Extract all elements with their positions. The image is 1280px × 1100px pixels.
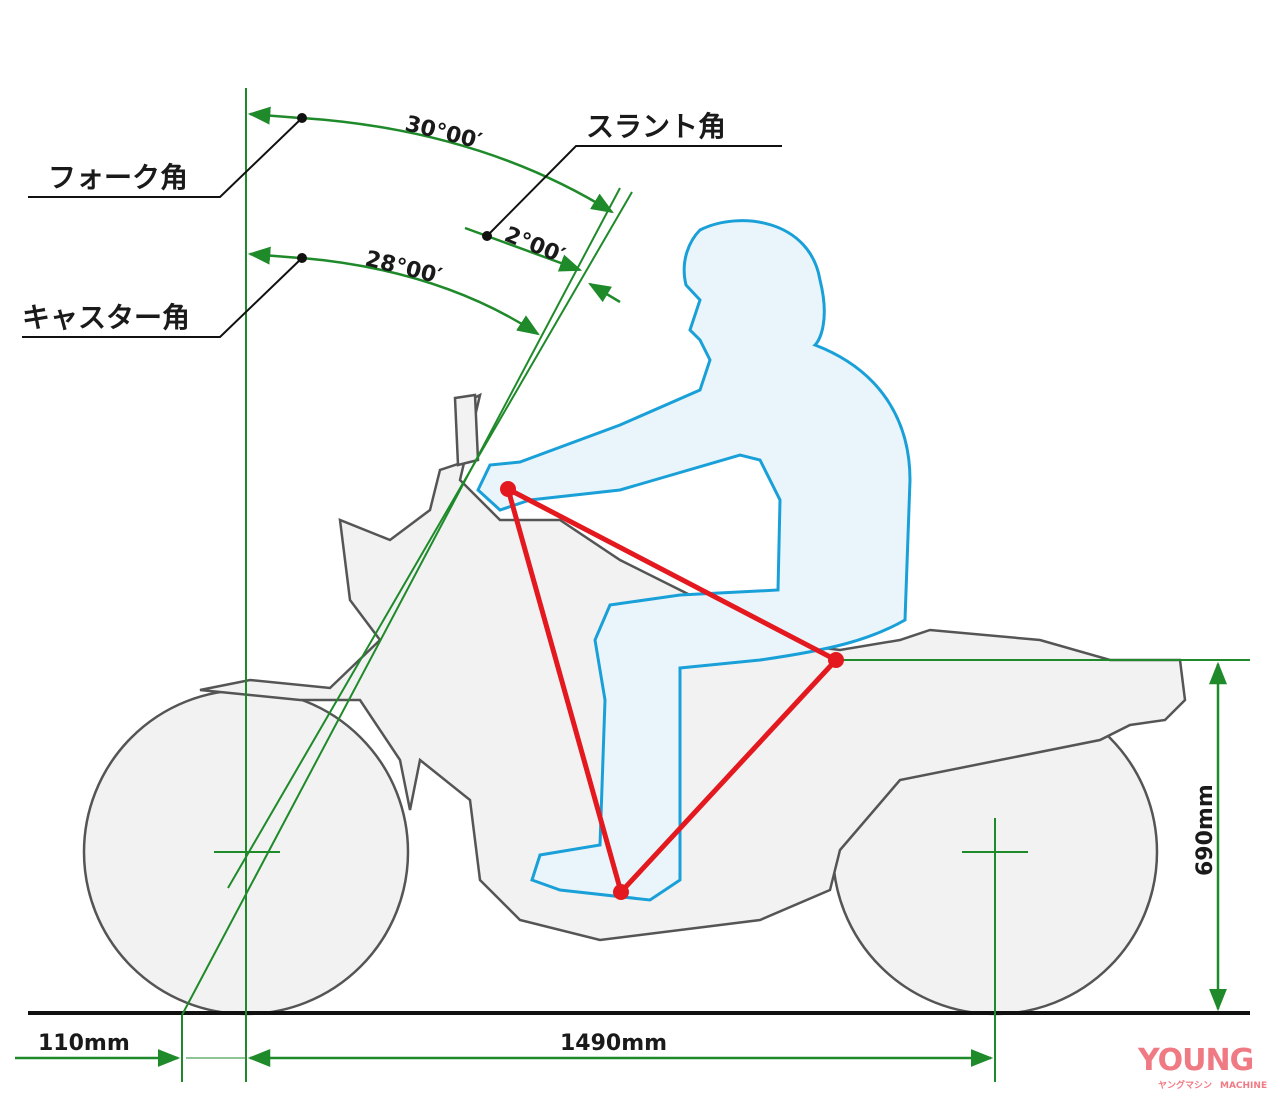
caster-angle-arc bbox=[301, 256, 540, 336]
slant-angle-value: 2°00′ bbox=[501, 222, 569, 269]
fork-angle-arc bbox=[301, 116, 614, 214]
caster-angle-arrow-left bbox=[247, 246, 301, 265]
fork-angle-value: 30°00′ bbox=[403, 112, 485, 155]
slant-angle-leader bbox=[486, 145, 782, 237]
fork-angle-dot bbox=[297, 113, 307, 123]
fork-line bbox=[227, 191, 633, 889]
slant-angle-label: スラント角 bbox=[586, 110, 726, 143]
fork-angle-label: フォーク角 bbox=[48, 161, 188, 194]
footpeg-point bbox=[613, 884, 629, 900]
headlight bbox=[453, 393, 480, 467]
caster-angle-value: 28°00′ bbox=[363, 247, 445, 290]
trail-label: 110mm bbox=[38, 1031, 130, 1056]
fork-angle-arrow-left bbox=[247, 106, 301, 125]
caster-angle-label: キャスター角 bbox=[22, 301, 190, 334]
riding-triangle bbox=[505, 486, 839, 895]
caster-angle-leader bbox=[22, 257, 303, 338]
logo-sub-jp: ヤングマシン bbox=[1158, 1081, 1213, 1091]
logo-sub-en: MACHINE bbox=[1220, 1081, 1268, 1091]
logo-main: YOUNG bbox=[1138, 1043, 1254, 1078]
seat-height-label: 690mm bbox=[1193, 784, 1218, 876]
slant-angle-line-2 bbox=[588, 282, 621, 304]
handlebar-point bbox=[500, 481, 516, 497]
steering-axis-line bbox=[181, 187, 621, 1016]
seat-point bbox=[828, 652, 844, 668]
wheelbase-label: 1490mm bbox=[560, 1031, 667, 1056]
fork-angle-leader bbox=[28, 117, 303, 198]
slant-angle-dot bbox=[482, 231, 492, 241]
rider-silhouette bbox=[476, 219, 912, 902]
caster-angle-dot bbox=[297, 253, 307, 263]
